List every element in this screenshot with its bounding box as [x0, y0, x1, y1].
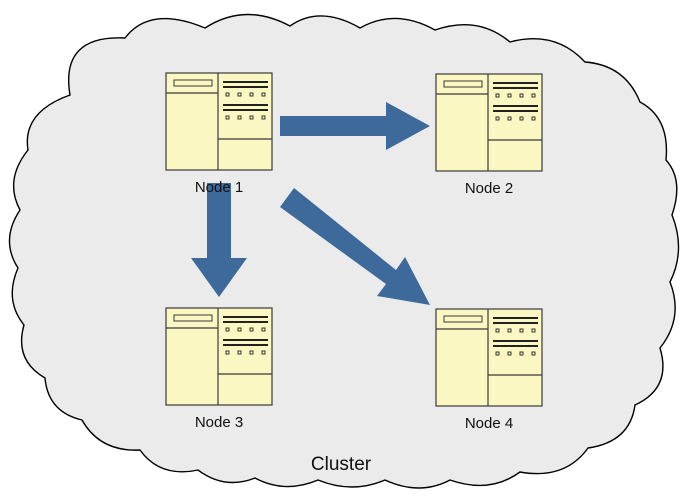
server-icon	[435, 308, 543, 407]
server-icon	[435, 73, 543, 172]
cluster-label: Cluster	[311, 454, 372, 475]
arrow-node1-to-node4	[280, 188, 430, 305]
server-icon	[165, 307, 273, 406]
node-3-label: Node 3	[195, 414, 243, 431]
node-2: Node 2	[435, 73, 543, 197]
node-2-label: Node 2	[465, 180, 513, 197]
edges	[191, 102, 430, 305]
node-4-label: Node 4	[465, 415, 513, 432]
arrow-node1-to-node3	[191, 183, 247, 297]
node-1-label: Node 1	[195, 179, 243, 196]
node-3: Node 3	[165, 307, 273, 431]
node-1: Node 1	[165, 72, 273, 196]
server-icon	[165, 72, 273, 171]
arrow-node1-to-node2	[280, 102, 430, 150]
node-4: Node 4	[435, 308, 543, 432]
